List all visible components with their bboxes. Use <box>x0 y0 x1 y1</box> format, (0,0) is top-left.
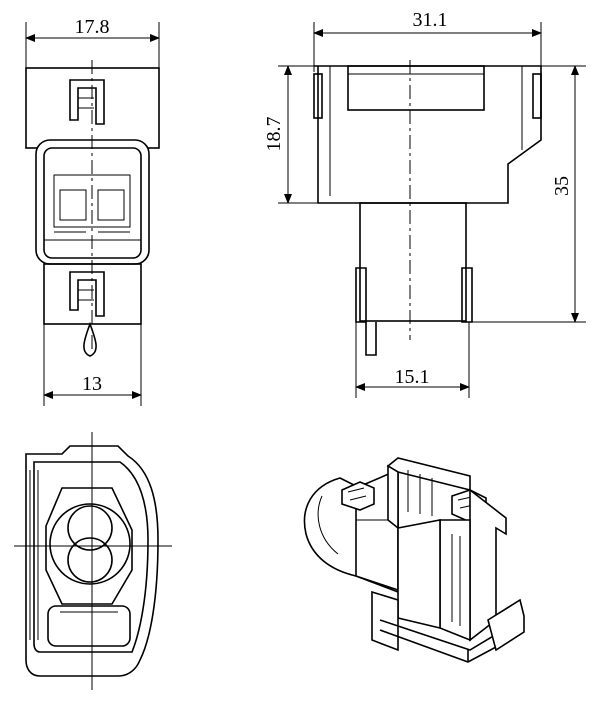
front-lower-width-dimension: 13 <box>82 373 102 395</box>
front-view: 17.8 13 <box>25 16 160 406</box>
side-lower-width-dimension: 15.1 <box>395 366 430 388</box>
side-view: 31.1 18.7 35 15.1 <box>263 9 586 398</box>
bottom-view <box>14 432 172 690</box>
front-width-dimension: 17.8 <box>75 16 110 38</box>
side-upper-height-dimension: 18.7 <box>263 117 285 152</box>
isometric-view <box>303 457 525 663</box>
side-total-height-dimension: 35 <box>551 176 573 196</box>
side-width-dimension: 31.1 <box>413 9 448 31</box>
